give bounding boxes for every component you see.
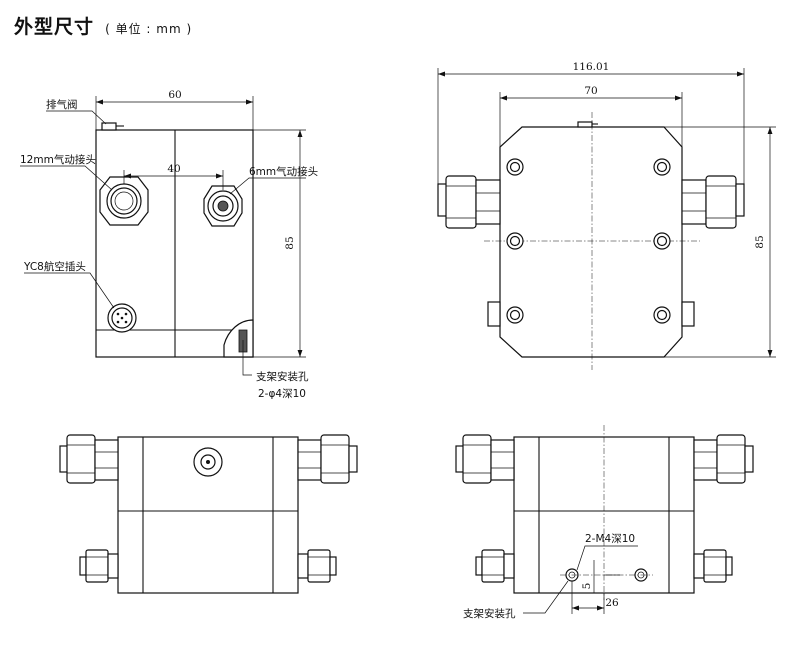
page-title: 外型尺寸 <box>14 16 95 38</box>
label-bracket-hole-spec: 2-φ4深10 <box>258 388 306 400</box>
side-view: 60 40 85 排气阀 12mm气动接头 6mm气动接头 YC8航空插头 支架… <box>20 89 318 400</box>
back-lower-right-fitting <box>693 549 733 583</box>
label-bracket-hole-bottom: 支架安装孔 <box>463 607 516 620</box>
dim-total-width: 116.01 <box>573 61 610 73</box>
front-view <box>59 434 358 594</box>
label-yc8-plug: YC8航空插头 <box>23 260 86 273</box>
top-view: 116.01 70 85 <box>437 61 776 370</box>
front-upper-right-fitting <box>297 434 358 484</box>
dim-body-width: 70 <box>584 85 597 97</box>
page-header: 外型尺寸 ( 单位 : mm ) <box>14 12 192 39</box>
right-tab <box>681 301 695 327</box>
dim-port-spacing: 40 <box>167 163 180 175</box>
dim-side-height: 85 <box>284 236 296 249</box>
dim-side-width: 60 <box>168 89 181 101</box>
top-left-fitting <box>437 175 501 229</box>
label-bracket-hole: 支架安装孔 <box>256 370 309 383</box>
back-upper-right-fitting <box>693 434 754 484</box>
unit-note: ( 单位 : mm ) <box>105 22 193 36</box>
mounting-screws <box>506 158 671 324</box>
label-m4-spec: 2-M4深10 <box>585 533 635 545</box>
label-vent-valve: 排气阀 <box>46 98 78 111</box>
label-6mm-connector: 6mm气动接头 <box>249 165 318 178</box>
vent-valve <box>101 122 117 131</box>
back-view: 2-M4深10 5 26 支架安装孔 <box>455 425 754 620</box>
back-upper-left-fitting <box>455 434 515 484</box>
front-lower-right-fitting <box>297 549 337 583</box>
port-12mm <box>99 176 149 226</box>
label-12mm-connector: 12mm气动接头 <box>20 153 96 166</box>
left-tab <box>487 301 501 327</box>
back-lower-left-fitting <box>475 549 515 583</box>
front-lower-left-fitting <box>79 549 119 583</box>
dim-offset-5: 5 <box>581 583 593 590</box>
front-upper-left-fitting <box>59 434 119 484</box>
port-6mm <box>203 185 243 227</box>
dim-top-height: 85 <box>754 235 766 248</box>
dim-offset-26: 26 <box>605 597 619 609</box>
yc8-connector <box>107 303 137 333</box>
top-right-fitting <box>681 175 745 229</box>
